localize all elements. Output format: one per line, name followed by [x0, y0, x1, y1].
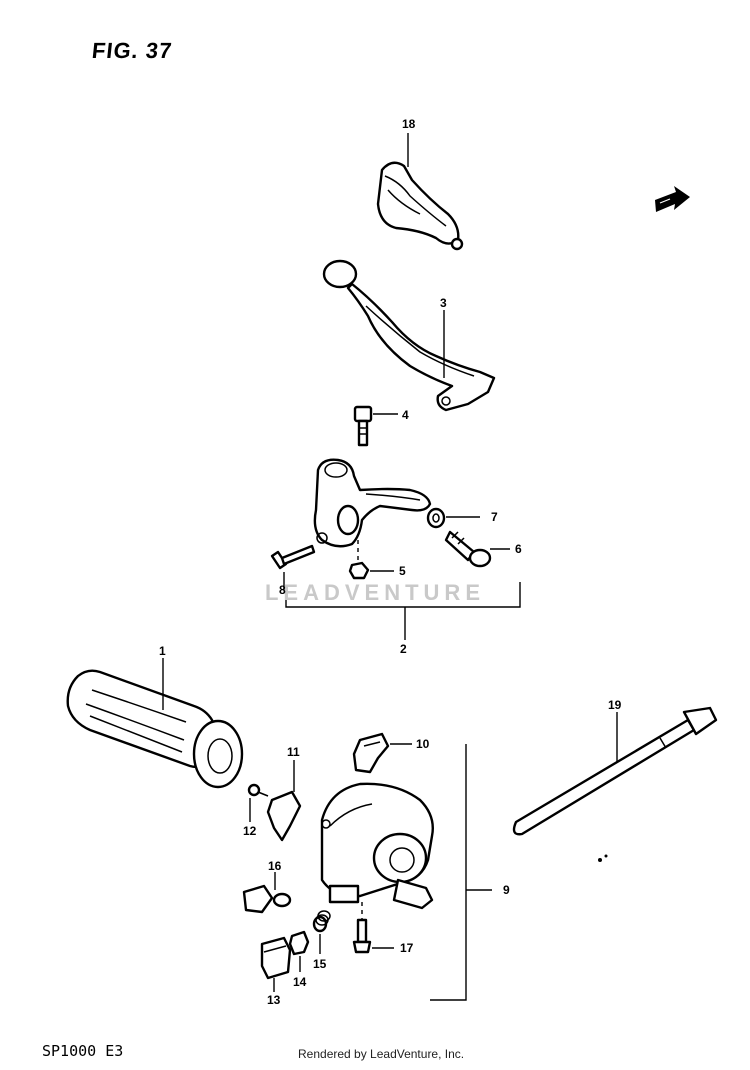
- part-5-nut: [348, 540, 394, 580]
- direction-arrow-icon: [655, 186, 690, 212]
- callout-12: 12: [243, 824, 257, 838]
- part-6-adjuster: [444, 530, 510, 568]
- callout-16: 16: [268, 859, 282, 873]
- callout-4: 4: [402, 408, 409, 422]
- part-9-switch-housing: [320, 782, 434, 910]
- watermark-text: LEADVENTURE: [264, 580, 485, 605]
- callout-13: 13: [267, 993, 281, 1007]
- part-15-spring: [312, 910, 331, 954]
- part-19-cable-tie: [512, 706, 718, 862]
- callout-10: 10: [416, 737, 430, 751]
- part-18-lever-boot: [376, 133, 464, 251]
- callout-8: 8: [279, 583, 286, 597]
- part-17-screw: [352, 902, 394, 954]
- part-8-bolt: [270, 544, 316, 590]
- lever-bracket-assembly: [313, 458, 432, 548]
- callout-18: 18: [402, 117, 416, 131]
- callout-15: 15: [313, 957, 327, 971]
- part-4-bolt: [353, 405, 398, 447]
- callout-11: 11: [287, 745, 300, 759]
- callout-14: 14: [293, 975, 307, 989]
- callout-3: 3: [440, 296, 447, 310]
- callout-2: 2: [400, 642, 407, 656]
- part-12-screw: [247, 783, 269, 822]
- callout-19: 19: [608, 698, 622, 712]
- bracket-part-2: [285, 582, 521, 608]
- callout-7: 7: [491, 510, 498, 524]
- credit-text: Rendered by LeadVenture, Inc.: [298, 1047, 465, 1061]
- part-11-switch-knob: [266, 760, 302, 842]
- part-10-cover: [352, 732, 412, 774]
- callout-17: 17: [400, 941, 414, 955]
- part-3-lever: [322, 259, 496, 412]
- part-7-washer: [426, 507, 480, 529]
- figure-title: FIG. 37: [90, 38, 174, 63]
- callout-5: 5: [399, 564, 406, 578]
- model-label: SP1000 E3: [42, 1042, 124, 1060]
- bracket-part-9: [430, 744, 467, 1001]
- part-16-switch-piece: [242, 872, 292, 914]
- part-13-switch-block: [260, 936, 292, 992]
- part-14-plunger: [288, 930, 310, 972]
- callout-9: 9: [503, 883, 510, 897]
- callout-6: 6: [515, 542, 522, 556]
- callout-1: 1: [159, 644, 166, 658]
- part-1-grip: [66, 658, 244, 789]
